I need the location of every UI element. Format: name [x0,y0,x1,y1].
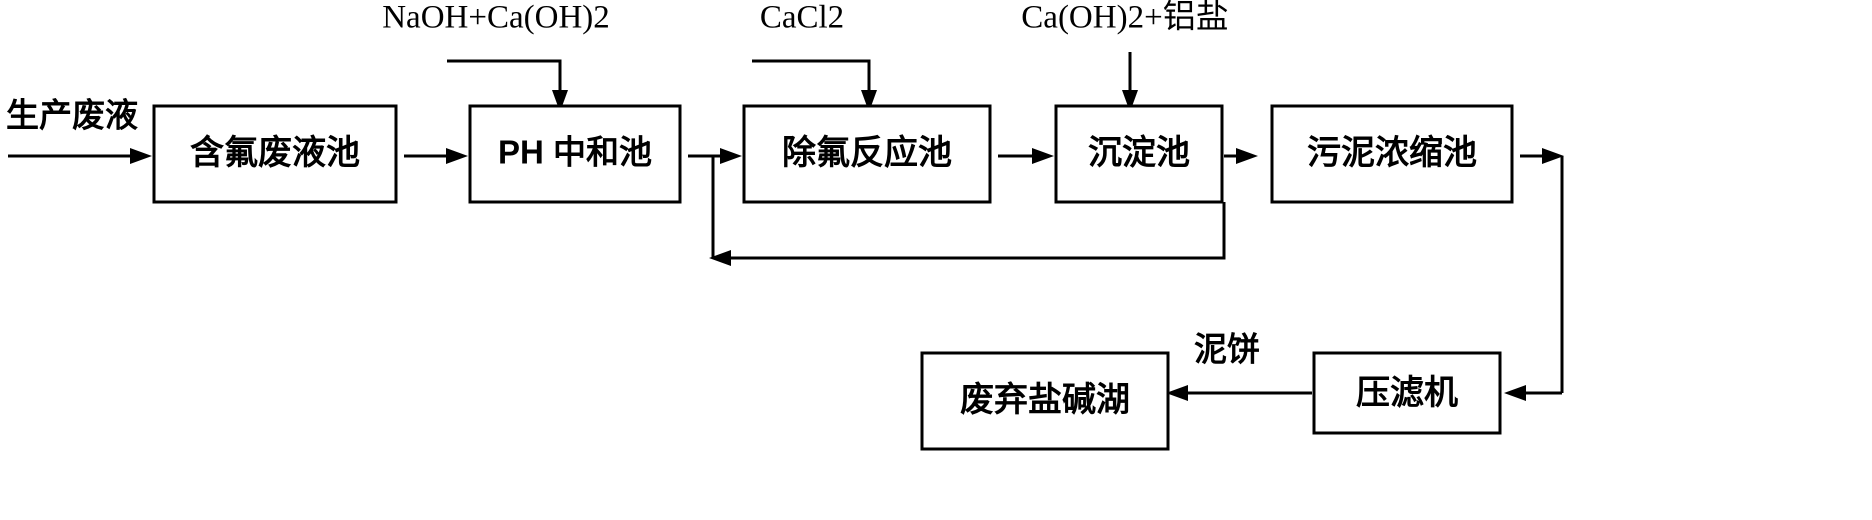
connector-filter-press-to-waste-lake-arrow [1166,385,1188,401]
connector-defluorination-to-sedimentation-arrow [1032,148,1054,164]
node-fluoride-waste-tank-box[interactable] [152,104,398,204]
input-label-production-waste-liquid: 生产废液 [6,97,138,134]
node-fluoride-waste-tank[interactable]: 含氟废液池 [152,104,398,204]
recycle-return-line [709,156,1226,266]
reagent-3-dosing-line [1122,52,1138,112]
connector-defluorination-to-sedimentation [998,148,1054,164]
reagent-2-arrow-head [861,90,877,112]
node-defluorination-reaction-tank-label: 除氟反应池 [782,133,952,172]
feed-arrow-head [130,148,152,164]
connector-sedimentation-to-sludge-thickening [1224,148,1258,164]
stream-label-mud-cake: 泥饼 [1194,331,1260,368]
connector-ph-to-defluorination-arrow [720,148,742,164]
node-ph-neutralization-tank-label: PH 中和池 [498,134,652,171]
reagent-2-dosing-line [752,59,877,112]
node-fluoride-waste-tank-label: 含氟废液池 [190,134,360,172]
connector-ph-to-defluorination [688,148,742,164]
node-sludge-thickening-tank-box[interactable] [1270,104,1514,204]
connector-filter-press-inlet-arrow [1504,385,1526,401]
connector-filter-press-to-waste-lake [1166,385,1312,401]
node-defluorination-reaction-tank[interactable]: 除氟反应池 [742,104,992,204]
recycle-return-arrow [709,250,731,266]
node-waste-saline-lake-label: 废弃盐碱湖 [960,380,1130,419]
node-filter-press-label: 压滤机 [1356,374,1458,412]
node-sludge-thickening-tank-label: 污泥浓缩池 [1307,134,1477,172]
reagent-label-cacl2: CaCl2 [760,0,844,36]
connector-sludge-outlet-arrow [1542,148,1564,164]
connector-sludge-thickening-to-filter-press [1504,148,1564,401]
reagent-1-dosing-line [447,59,568,112]
node-filter-press[interactable]: 压滤机 [1312,351,1502,435]
node-sedimentation-tank-box[interactable] [1054,104,1224,204]
node-sludge-thickening-tank[interactable]: 污泥浓缩池 [1270,104,1514,204]
reagent-3-arrow-head [1122,90,1138,112]
connector-sedimentation-to-sludge-thickening-arrow [1236,148,1258,164]
node-sedimentation-tank-label: 沉淀池 [1088,134,1190,172]
node-filter-press-box[interactable] [1312,351,1502,435]
connector-waste-tank-to-ph [404,148,468,164]
node-sedimentation-tank[interactable]: 沉淀池 [1054,104,1224,204]
node-ph-neutralization-tank[interactable]: PH 中和池 [468,104,682,204]
reagent-label-caoh2-aluminum-salt: Ca(OH)2+铝盐 [1021,0,1228,36]
node-defluorination-reaction-tank-box[interactable] [742,104,992,204]
reagent-label-naoh-caoh2: NaOH+Ca(OH)2 [382,0,610,36]
feed-arrow [8,148,152,164]
connector-waste-tank-to-ph-arrow [446,148,468,164]
reagent-1-arrow-head [552,90,568,112]
node-waste-saline-lake[interactable]: 废弃盐碱湖 [920,351,1170,451]
node-waste-saline-lake-box[interactable] [920,351,1170,451]
node-ph-neutralization-tank-box[interactable] [468,104,682,204]
